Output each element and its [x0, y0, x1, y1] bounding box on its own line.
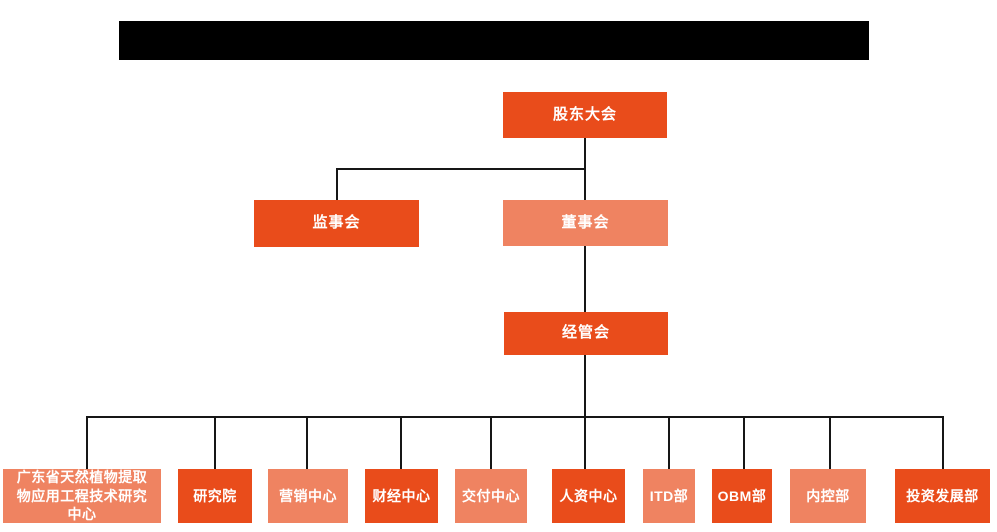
node-label: 人资中心	[559, 487, 618, 504]
node-label: 研究院	[193, 487, 237, 504]
node-supervisory-board: 监事会	[254, 200, 419, 247]
node-delivery-center: 交付中心	[455, 469, 527, 523]
connector-drop-obm	[743, 417, 745, 469]
redacted-title-bar	[119, 21, 869, 60]
node-label: 内控部	[806, 487, 850, 504]
node-label: 财经中心	[372, 487, 431, 504]
connector-drop-finance	[400, 417, 402, 469]
node-board-of-directors: 董事会	[503, 200, 668, 246]
connector-drop-delivery	[490, 417, 492, 469]
node-label: 监事会	[312, 214, 361, 232]
node-shareholders-meeting: 股东大会	[503, 92, 667, 138]
connector-branch-row2	[336, 168, 586, 170]
node-marketing-center: 营销中心	[268, 469, 348, 523]
node-label: 经管会	[561, 324, 610, 342]
connector-drop-hr	[584, 417, 586, 469]
node-management-committee: 经管会	[504, 312, 668, 355]
node-internal-control-dept: 内控部	[790, 469, 866, 523]
node-finance-center: 财经中心	[365, 469, 438, 523]
connector-drop-itd	[668, 417, 670, 469]
node-label: 股东大会	[552, 105, 617, 123]
node-label: 投资发展部	[906, 487, 979, 504]
connector-board-to-management	[584, 246, 586, 312]
connector-drop-marketing	[306, 417, 308, 469]
connector-management-to-bus	[584, 355, 586, 417]
connector-bus-row4	[86, 416, 944, 418]
node-label: ITD部	[649, 487, 689, 504]
connector-drop-research-center	[86, 417, 88, 469]
connector-drop-supervisory	[336, 168, 338, 200]
node-label: 广东省天然植物提取物应用工程技术研究中心	[16, 468, 148, 523]
node-investment-development-dept: 投资发展部	[895, 469, 990, 523]
node-label: OBM部	[717, 487, 767, 504]
node-label: 营销中心	[279, 487, 337, 504]
node-label: 董事会	[561, 213, 610, 231]
connector-drop-internal-control	[829, 417, 831, 469]
connector-drop-investment	[942, 417, 944, 469]
node-hr-center: 人资中心	[552, 469, 625, 523]
node-obm-department: OBM部	[712, 469, 772, 523]
node-research-center: 广东省天然植物提取物应用工程技术研究中心	[3, 469, 161, 523]
node-itd-department: ITD部	[643, 469, 695, 523]
node-research-institute: 研究院	[178, 469, 252, 523]
node-label: 交付中心	[462, 487, 520, 504]
connector-drop-research-institute	[214, 417, 216, 469]
